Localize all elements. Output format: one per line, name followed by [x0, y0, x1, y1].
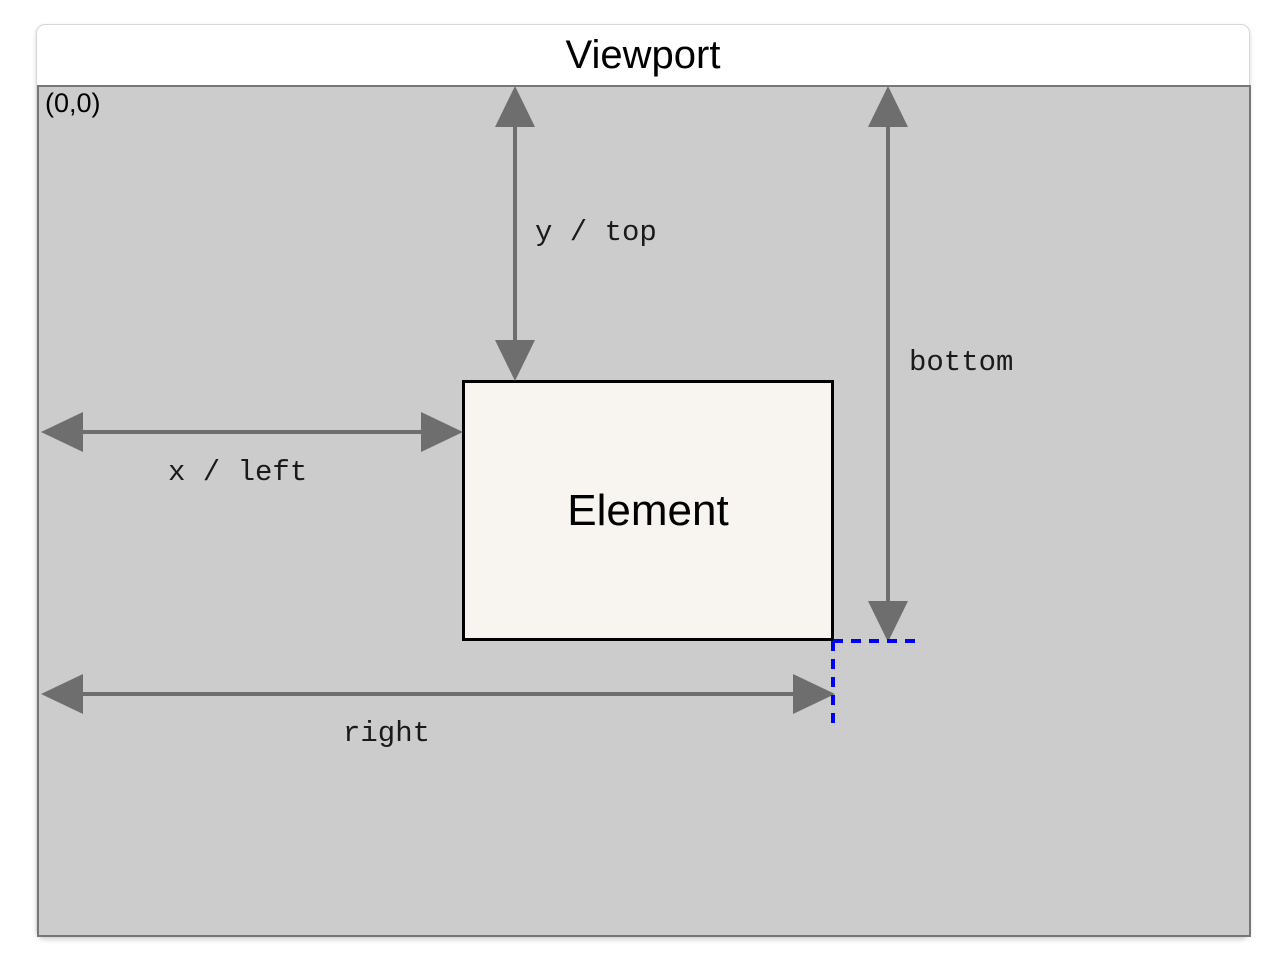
label-bottom: bottom — [909, 346, 1014, 379]
label-x-left: x / left — [168, 456, 308, 489]
element-label: Element — [567, 485, 729, 535]
card-header: Viewport — [37, 25, 1249, 85]
origin-coordinate-label: (0,0) — [45, 88, 101, 118]
element-rectangle: Element — [462, 380, 834, 641]
label-right: right — [343, 717, 431, 750]
label-y-top: y / top — [535, 216, 657, 249]
page-title: Viewport — [565, 33, 721, 77]
